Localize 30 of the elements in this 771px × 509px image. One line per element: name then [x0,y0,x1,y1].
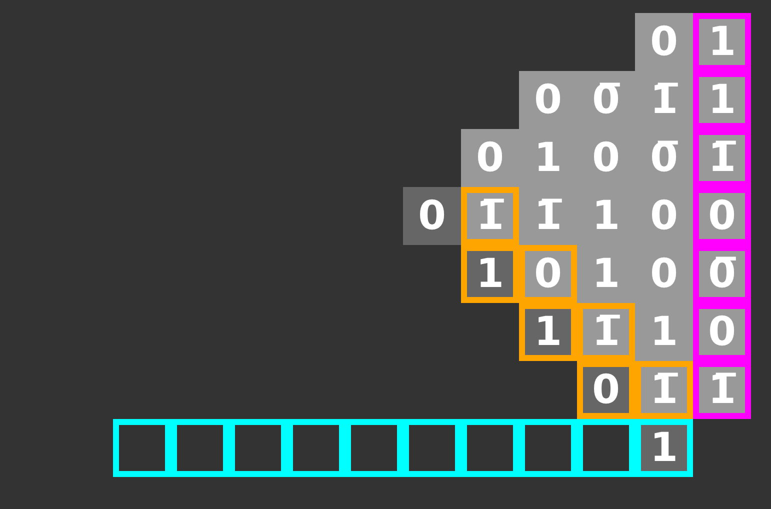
digit-cell: 1 [461,245,519,303]
digit-cell: 1̅ [635,361,693,419]
digit-cell: 1̅ [461,187,519,245]
digit-cell: 0 [519,245,577,303]
digit-cell: 1 [693,71,751,129]
digit-cell: 0 [461,129,519,187]
digit-cell: 0 [577,129,635,187]
digit-cell: 0̅ [577,71,635,129]
digit-cell: 1̅ [519,187,577,245]
digit-cell: 1̅ [693,129,751,187]
digit-cell: 0 [693,187,751,245]
digit-cell: 1̅ [577,303,635,361]
digit-cell: 0 [577,361,635,419]
digit-cell: 0 [635,13,693,71]
digit-cell: 1 [693,13,751,71]
digit-cell: 0 [635,187,693,245]
digit-cell: 0 [403,187,461,245]
digit-cell: 0 [519,71,577,129]
digit-cell: 1 [635,419,693,477]
digit-cell: 1 [519,303,577,361]
digit-cell: 0 [693,303,751,361]
digit-cell: 1 [577,187,635,245]
digit-cell: 0 [635,245,693,303]
digit-cell: 0̅ [693,245,751,303]
digit-cell: 1 [635,303,693,361]
digit-cell: 1 [577,245,635,303]
digit-cell: 1̅ [635,71,693,129]
digit-cell: 0̅ [635,129,693,187]
digit-cell: 1 [519,129,577,187]
digit-cell: 1̅ [693,361,751,419]
